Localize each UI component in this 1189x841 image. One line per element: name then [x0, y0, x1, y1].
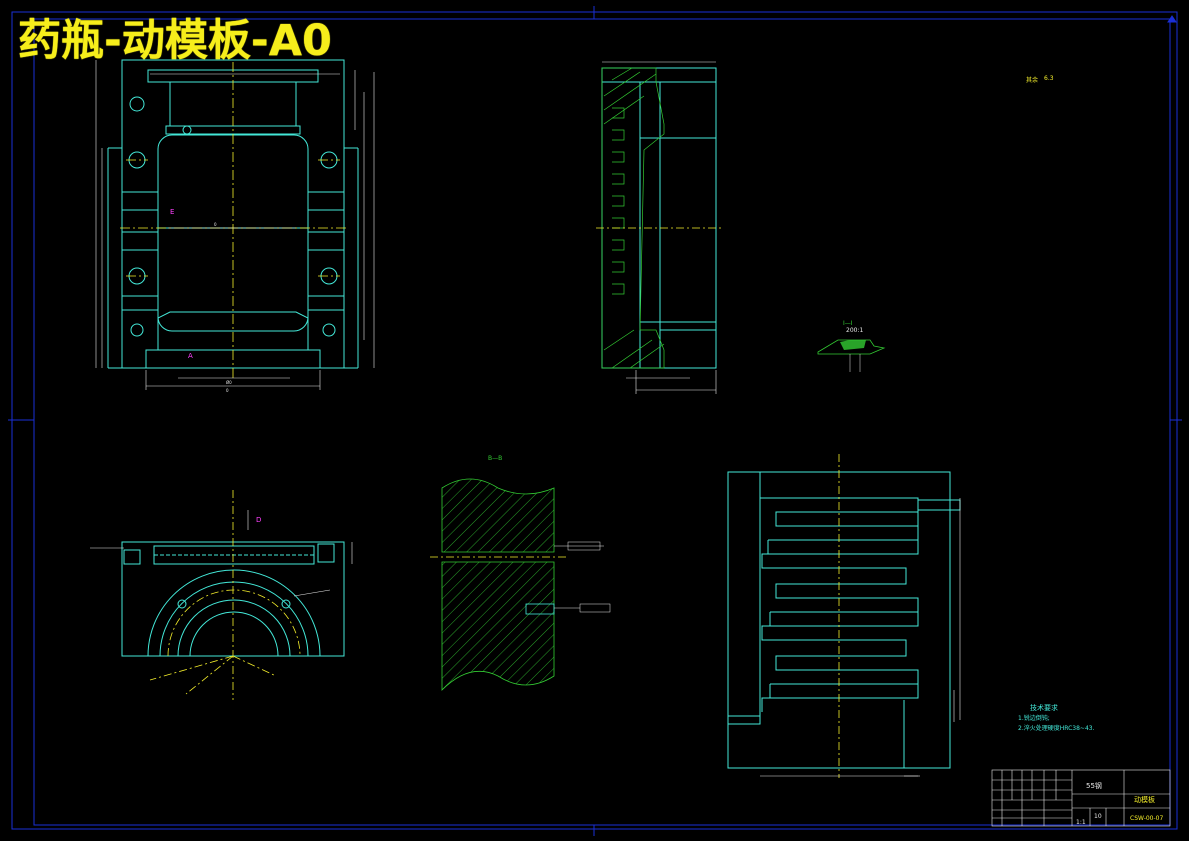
tech-req-item-2: 2.淬火处理硬度HRC38~43.	[1018, 724, 1095, 732]
section-mark-d: D	[256, 516, 261, 524]
sheet-border	[8, 6, 1182, 836]
svg-text:Ø0: Ø0	[226, 380, 232, 385]
svg-text:0: 0	[214, 222, 217, 227]
cooling-plate-dimensions	[760, 498, 961, 777]
title-block	[991, 769, 1171, 827]
drawing-title: 药瓶-动模板-A0	[18, 16, 332, 66]
material-label: 55钢	[1086, 781, 1102, 790]
roughness-note: 其余 6.3	[1026, 75, 1054, 84]
front-view-dimensions	[95, 60, 375, 390]
roughness-value: 6.3	[1044, 75, 1054, 82]
title-block-text: 55钢 动模板 CSW-00-07 1:1 10	[1076, 781, 1163, 826]
section-mark-e: E	[170, 208, 174, 216]
front-view-centerlines	[120, 62, 346, 380]
bottom-left-view	[121, 541, 345, 657]
side-section-dimensions	[602, 61, 717, 394]
detail-scale: 200:1	[846, 327, 863, 334]
section-mark-a: A	[188, 352, 193, 360]
sheet-label: 10	[1094, 813, 1102, 820]
tech-requirements: 技术要求 1.锐边倒钝; 2.淬火处理硬度HRC38~43.	[1018, 703, 1095, 732]
detail-view: Ⅰ—Ⅰ 200:1	[817, 320, 886, 372]
detail-title: Ⅰ—Ⅰ	[843, 320, 853, 327]
side-section-hatch	[601, 67, 665, 369]
bottom-left-centerlines	[149, 490, 301, 700]
drawing-number: CSW-00-07	[1130, 815, 1163, 822]
cooling-plate-view	[727, 471, 961, 769]
roughness-label: 其余	[1026, 76, 1038, 84]
bottom-left-dimensions	[90, 510, 353, 597]
front-view-dim-text: Ø0 0 0	[214, 222, 232, 393]
front-view-labels: A E	[170, 208, 193, 360]
tech-req-item-1: 1.锐边倒钝;	[1018, 714, 1050, 722]
section-bb-view: B—B	[430, 455, 611, 691]
part-name-label: 动模板	[1134, 795, 1155, 804]
section-bb-title: B—B	[488, 455, 502, 462]
tech-req-heading: 技术要求	[1030, 703, 1058, 712]
svg-text:0: 0	[226, 388, 229, 393]
scale-label: 1:1	[1076, 819, 1086, 826]
